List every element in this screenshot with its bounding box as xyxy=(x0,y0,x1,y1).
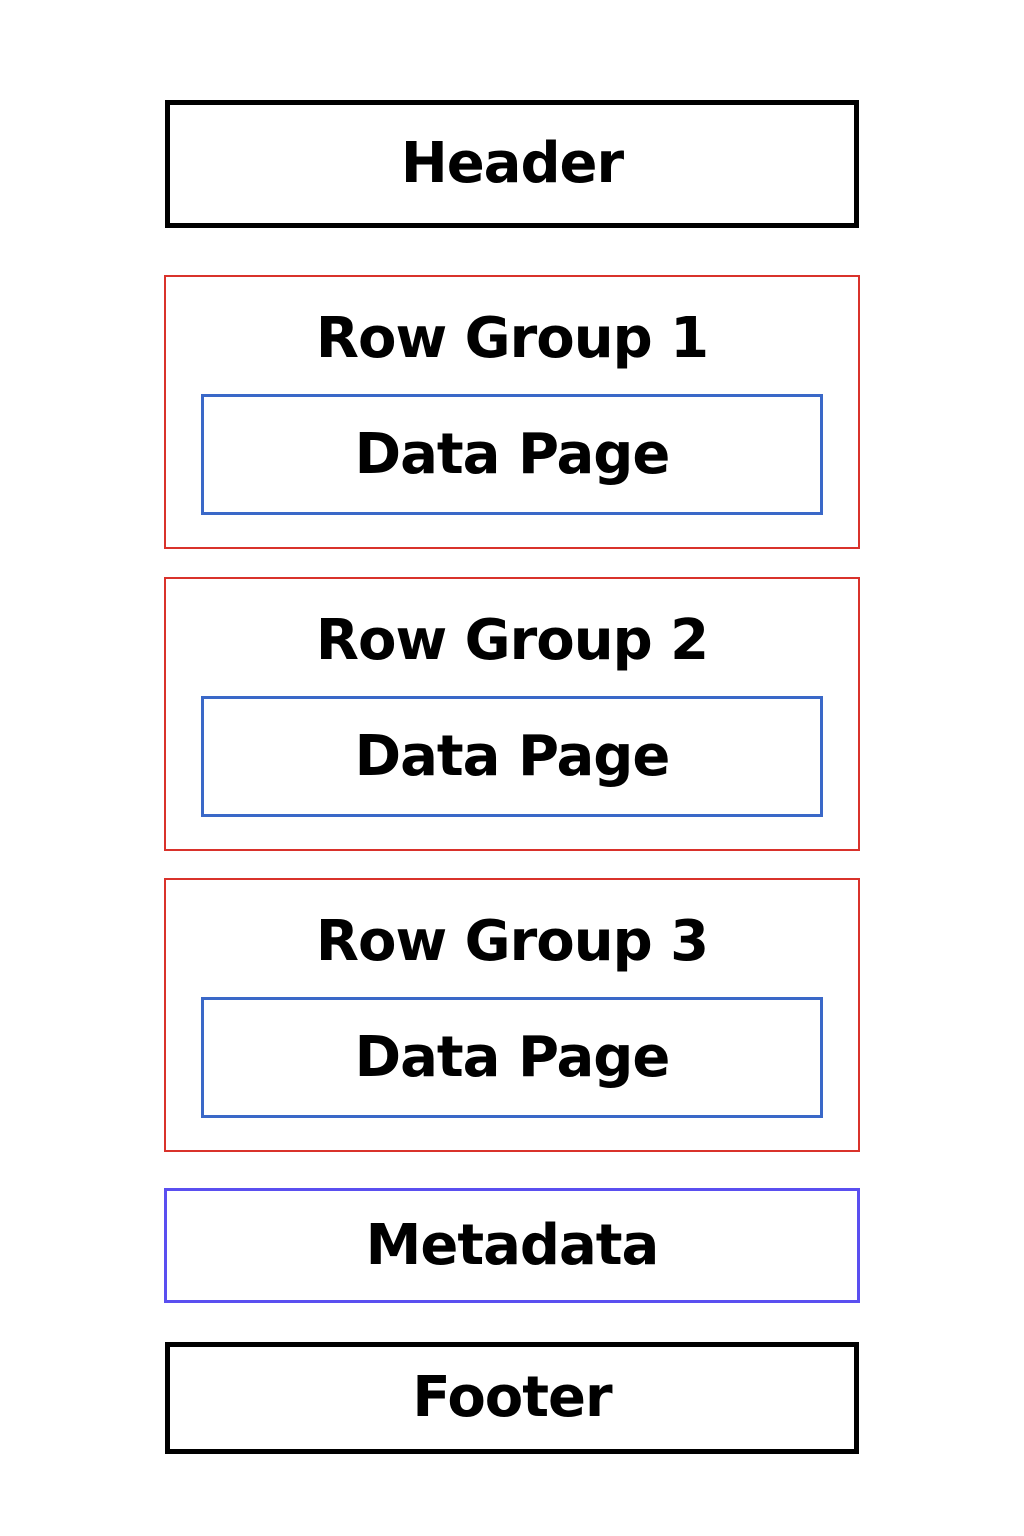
row-group-2-data-page: Data Page xyxy=(201,696,823,817)
row-group-1-data-page: Data Page xyxy=(201,394,823,515)
data-page-label: Data Page xyxy=(354,421,671,487)
footer-label: Footer xyxy=(412,1365,612,1430)
header-label: Header xyxy=(400,131,624,196)
row-group-2-label: Row Group 2 xyxy=(315,608,709,673)
header-block: Header xyxy=(165,100,859,228)
row-group-2: Row Group 2 Data Page xyxy=(164,577,860,851)
row-group-3-data-page: Data Page xyxy=(201,997,823,1118)
data-page-label: Data Page xyxy=(354,1024,671,1090)
metadata-label: Metadata xyxy=(365,1212,660,1278)
metadata-block: Metadata xyxy=(164,1188,860,1303)
row-group-1: Row Group 1 Data Page xyxy=(164,275,860,549)
row-group-1-label: Row Group 1 xyxy=(315,306,709,371)
footer-block: Footer xyxy=(165,1342,859,1454)
row-group-3: Row Group 3 Data Page xyxy=(164,878,860,1152)
row-group-3-label: Row Group 3 xyxy=(315,909,709,974)
data-page-label: Data Page xyxy=(354,723,671,789)
